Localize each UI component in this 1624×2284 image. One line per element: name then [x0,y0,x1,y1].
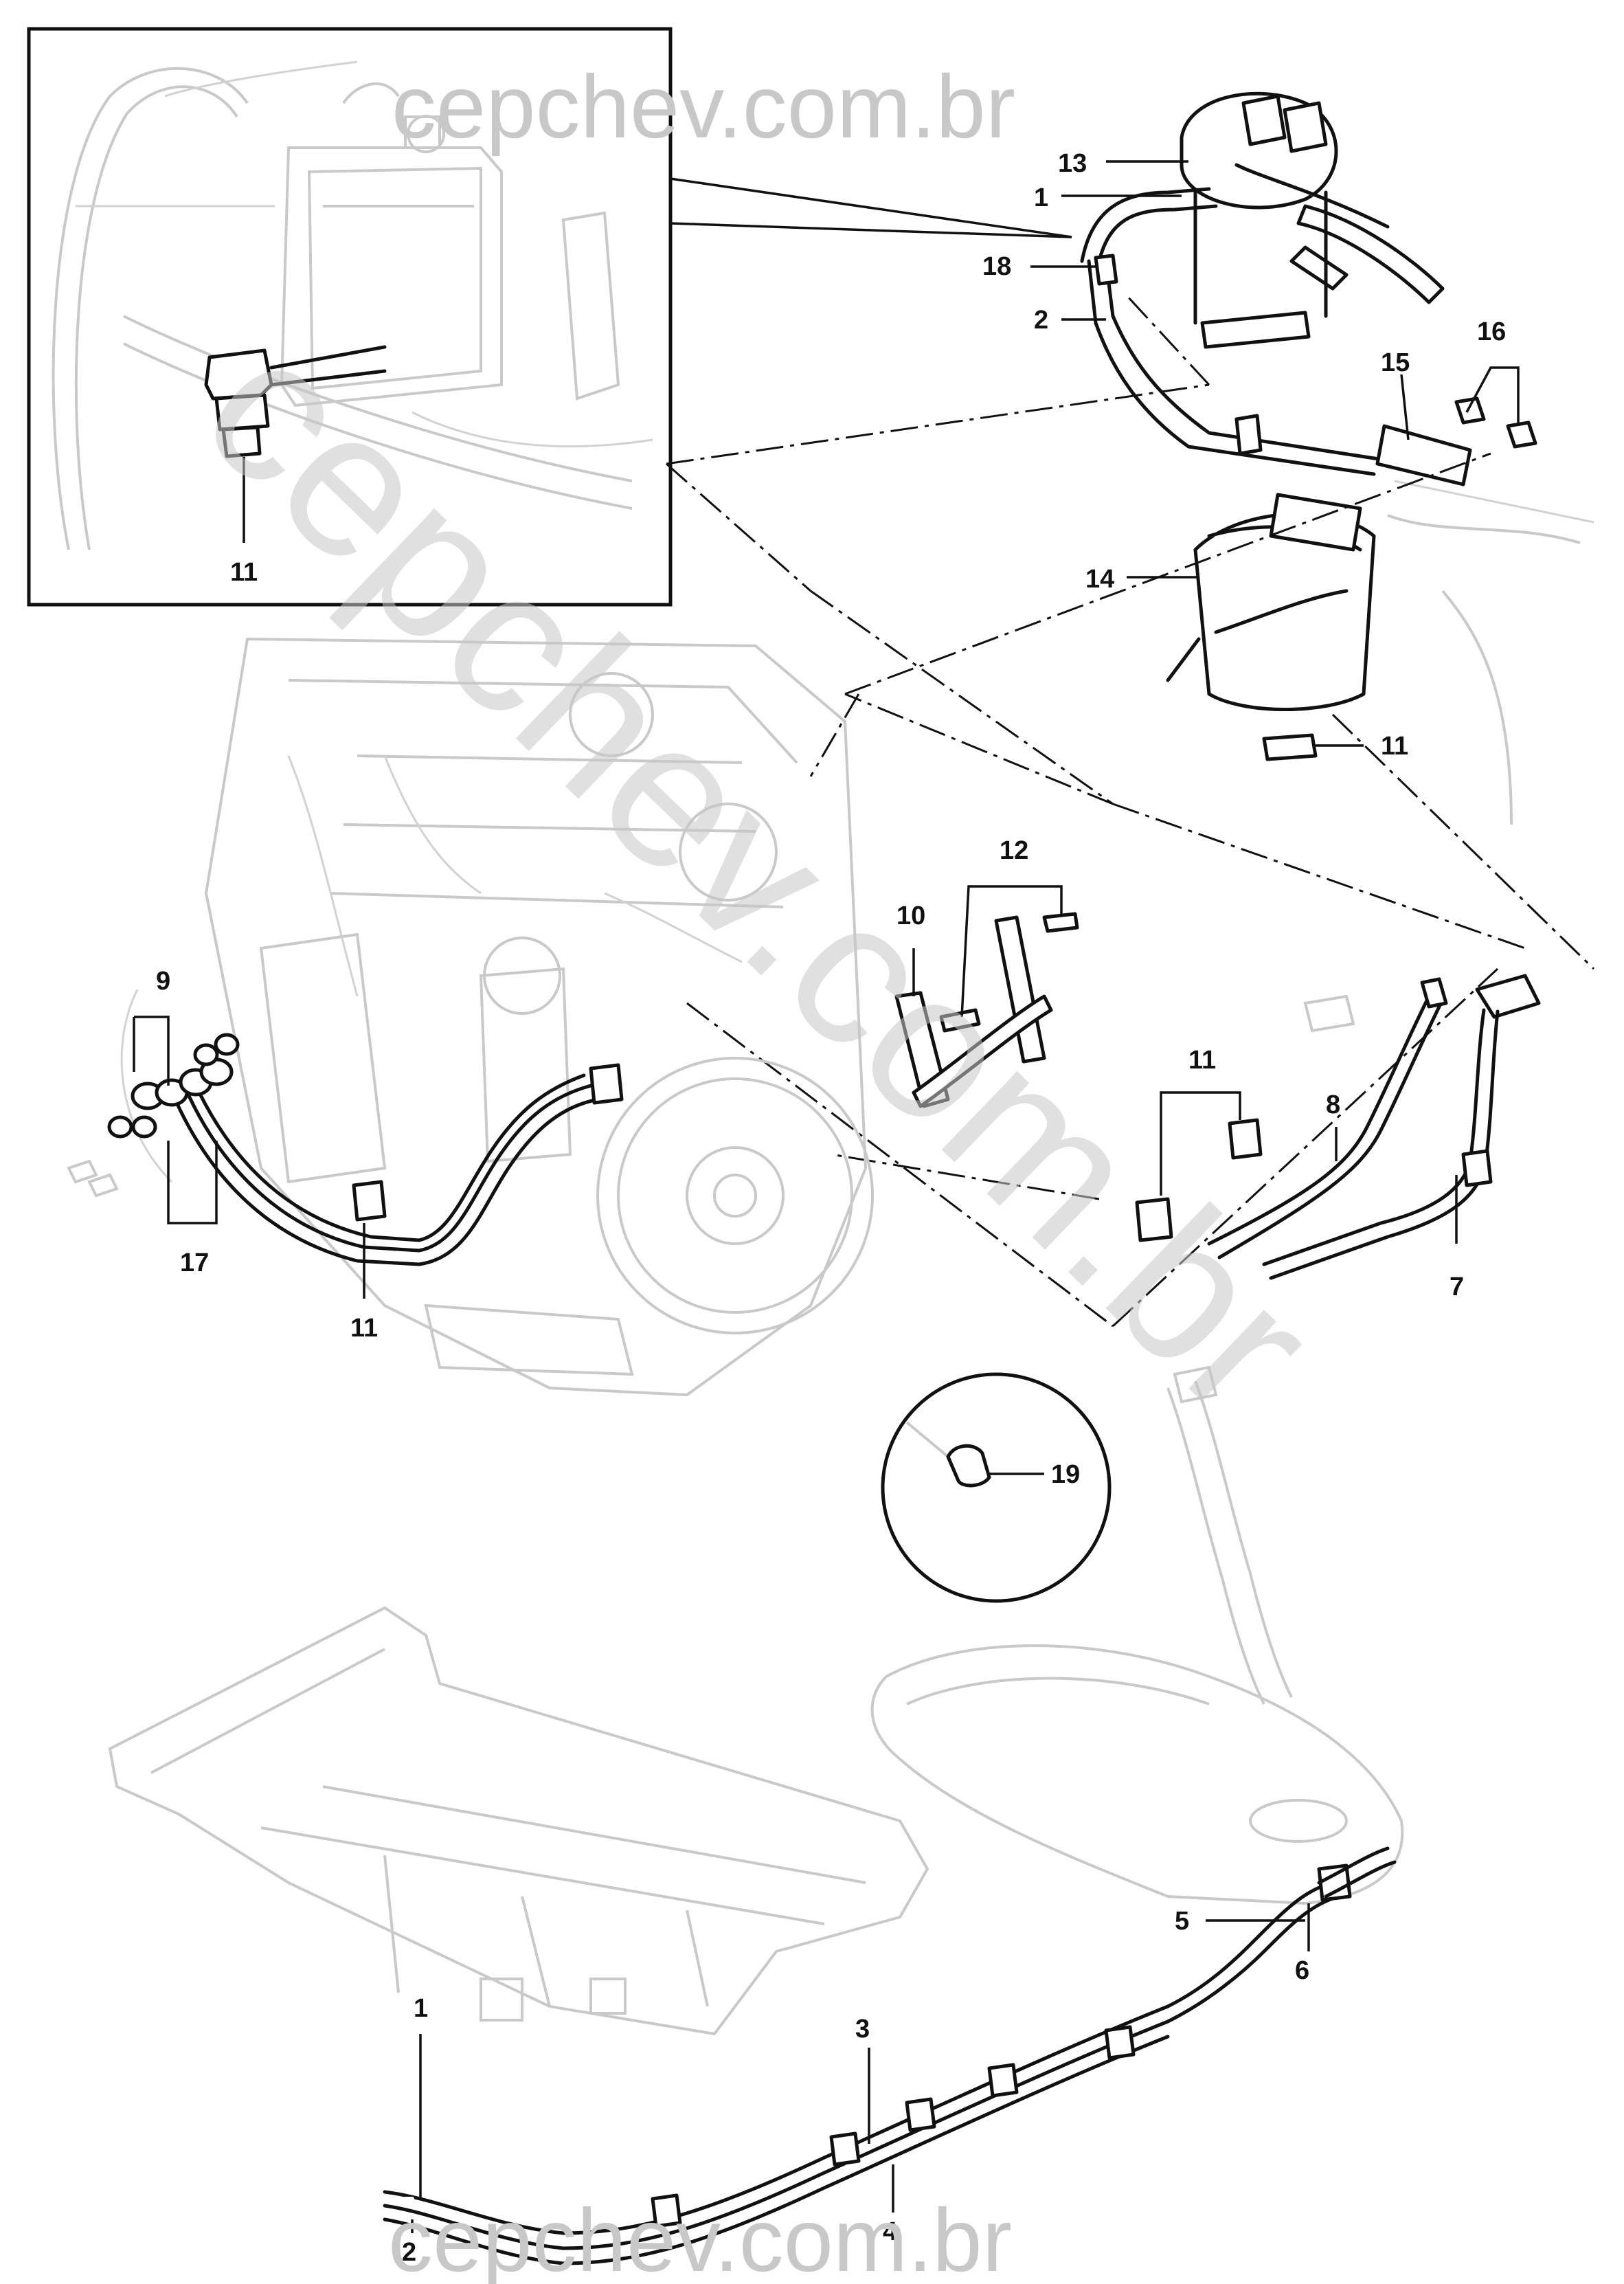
bracket-15-nuts-16 [1375,396,1537,486]
clip-11-filter [1262,733,1318,761]
callout-11-inset: 11 [230,558,258,587]
fuel-lines-1-2-upper [1080,187,1390,476]
underbody-fuel-lines [383,1846,1397,2265]
callout-16: 16 [1477,317,1506,346]
inset-ghost-assembly [52,60,653,550]
callout-2-top: 2 [1034,306,1048,335]
callout-19: 19 [1051,1460,1080,1489]
ghost-clips-upper [1303,994,1355,1033]
callout-2-bottom: 2 [402,2238,416,2267]
watermark-bottom: cepchev.com.br [388,2190,1012,2284]
feed-pipe-7 [1262,974,1541,1280]
callout-15: 15 [1381,348,1410,377]
engine-ghost [120,637,874,1397]
leader-11-clips [1160,1091,1241,1196]
callout-14: 14 [1085,565,1114,594]
callout-5: 5 [1175,1907,1189,1936]
assembly-dash-lines [666,294,1595,1328]
callout-11-engine: 11 [350,1314,378,1343]
fuel-filter-assembly [1080,91,1594,825]
cap-19 [946,1444,991,1488]
callout-10: 10 [896,902,925,930]
watermark-diagonal: cepchev.com.br [161,291,1357,1458]
leader-12 [960,885,1063,1018]
filter-housing-14 [1166,493,1376,711]
inset-detail: 11 [27,27,673,607]
callout-12: 12 [1000,836,1028,865]
fuel-tank-ghost [870,1365,1404,1905]
callout-1-bottom: 1 [414,1994,428,2023]
engine-fuel-lines [67,1033,624,1266]
banjo-fittings-9-17 [67,1033,240,1198]
callout-11-filter: 11 [1381,732,1408,761]
callout-13: 13 [1058,149,1087,178]
callout-7: 7 [1450,1273,1464,1301]
leader-9 [134,1016,170,1086]
inset-frame [27,27,673,607]
watermark-top: cepchev.com.br [392,56,1015,157]
filter-head [1180,91,1445,349]
inset-clip-part [204,345,387,458]
leader-16 [1465,366,1520,426]
callout-8: 8 [1326,1090,1340,1119]
callout-1-top: 1 [1034,183,1048,212]
detail-circle-19: 19 [881,1372,1112,1603]
callout-9: 9 [156,967,170,996]
callout-4: 4 [883,2217,897,2246]
detail-circle-frame [881,1372,1112,1603]
callout-6: 6 [1295,1956,1309,1985]
inset-perspective-line-upper [670,177,1072,238]
body-ghost [108,1606,929,2036]
clip-18 [1094,254,1118,286]
underbody-line-clips [651,1863,1352,2228]
callout-18: 18 [982,252,1011,281]
leader-15 [1400,374,1410,440]
callout-11-clips: 11 [1188,1046,1216,1075]
inset-perspective-line-lower [670,222,1072,238]
callout-3: 3 [855,2015,870,2044]
callout-17: 17 [180,1249,209,1277]
filter-ghost-body [1387,480,1594,825]
clip-11-engine [352,1180,387,1222]
clips-11-pair [1135,1118,1263,1242]
leader-17 [167,1141,218,1224]
return-pipe-8 [1207,977,1448,1259]
